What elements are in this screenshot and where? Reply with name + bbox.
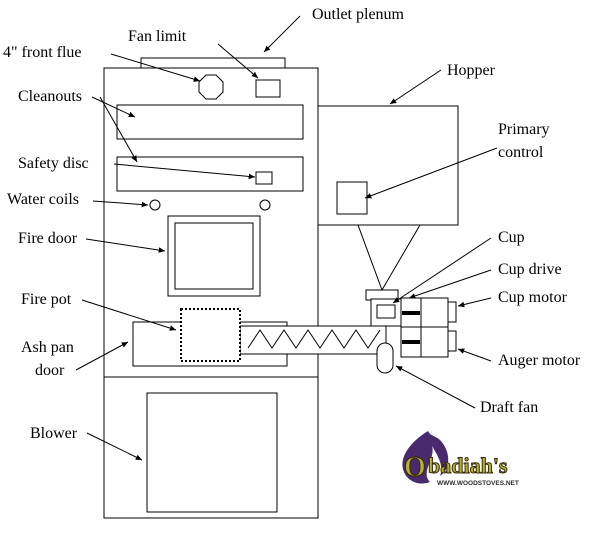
label-draft-fan: Draft fan (480, 399, 538, 416)
arrow-primary-control (364, 147, 498, 199)
auger-screw (247, 329, 381, 349)
cup (376, 304, 396, 319)
label-cleanouts: Cleanouts (18, 88, 82, 105)
arrow-fire-door (85, 238, 166, 253)
arrow-hopper (389, 69, 442, 105)
hopper-assembly (317, 105, 459, 374)
blower-housing (146, 392, 278, 513)
logo-url: WWW.WOODSTOVES.NET (437, 480, 519, 487)
arrow-outlet-plenum (263, 15, 301, 53)
label-fire-pot: Fire pot (21, 291, 72, 308)
arrow-fire-pot (81, 299, 177, 331)
obadiahs-logo: O badiah's WWW.WOODSTOVES.NET (402, 431, 519, 487)
cup-motor-upper (420, 297, 449, 328)
arrow-cup-drive (408, 269, 492, 299)
auger-motor-cap (447, 330, 457, 352)
furnace-body (103, 57, 387, 519)
label-cup-motor: Cup motor (498, 289, 568, 306)
arrow-fan-limit (217, 43, 259, 79)
arrow-water-coils (92, 200, 149, 208)
draft-fan (376, 342, 394, 374)
arrow-cleanouts-1 (91, 96, 136, 118)
cup-drive-band (402, 311, 420, 315)
cleanout-upper (116, 104, 304, 140)
primary-control-box (336, 181, 368, 215)
label-primary-control-1: Primary (498, 121, 550, 138)
arrow-blower (86, 432, 143, 461)
label-ash-pan-door-2: door (35, 362, 65, 379)
label-outlet-plenum: Outlet plenum (312, 6, 405, 23)
auger-drive-band (402, 340, 420, 344)
safety-disc (255, 171, 273, 185)
fan-limit-box (255, 79, 281, 98)
label-safety-disc: Safety disc (18, 155, 89, 172)
arrow-auger-motor (457, 348, 492, 362)
label-fan-limit: Fan limit (128, 28, 187, 45)
label-water-coils: Water coils (7, 191, 79, 208)
arrow-draft-fan (395, 365, 476, 409)
logo-wordmark: badiah's (428, 453, 508, 478)
auger-motor-lower (420, 326, 449, 358)
logo-initial: O (404, 452, 426, 483)
callouts (75, 15, 498, 461)
arrow-safety-disc (113, 163, 256, 180)
fire-pot (180, 308, 241, 362)
label-blower: Blower (30, 425, 78, 442)
label-fire-door: Fire door (18, 230, 78, 247)
label-cup-drive: Cup drive (498, 261, 562, 278)
cleanout-lower (116, 156, 304, 192)
label-hopper: Hopper (447, 62, 496, 79)
auger-tube (239, 325, 387, 355)
label-auger-motor: Auger motor (498, 352, 581, 369)
cup-motor-cap (447, 301, 457, 323)
label-cup: Cup (498, 229, 525, 246)
arrow-front-flue (110, 53, 201, 82)
arrow-cup-motor (457, 297, 492, 308)
label-ash-pan-door-1: Ash pan (21, 339, 74, 356)
arrow-cup (392, 237, 492, 304)
arrow-ash-pan-door (75, 341, 129, 371)
water-coil-left (149, 199, 161, 211)
label-primary-control-2: control (498, 144, 544, 161)
flame-icon (402, 431, 449, 484)
labels: Outlet plenum Fan limit 4" front flue Ho… (3, 6, 581, 442)
fire-door-inner (174, 222, 254, 290)
front-flue (198, 74, 224, 100)
water-coil-right (259, 199, 271, 211)
label-front-flue: 4" front flue (3, 44, 82, 61)
arrow-cleanouts-2 (99, 96, 138, 163)
